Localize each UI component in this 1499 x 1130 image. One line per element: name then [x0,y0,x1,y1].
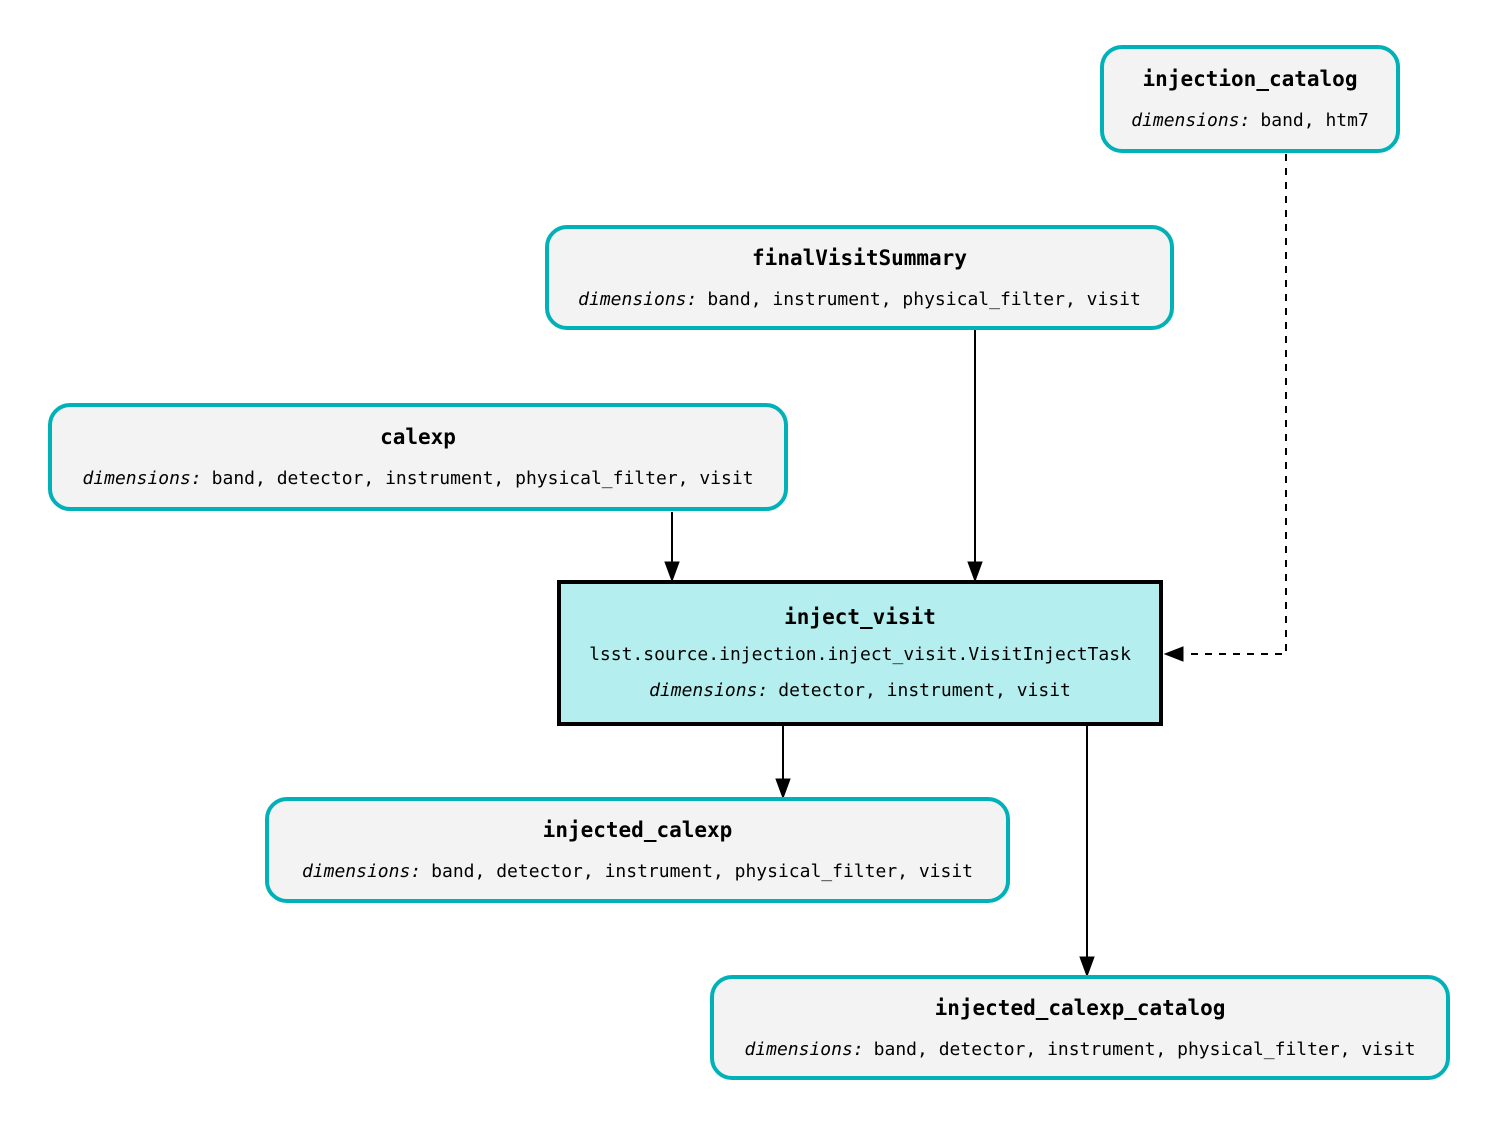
dimensions-value: band, htm7 [1260,110,1369,131]
arrowhead-icon [1079,956,1095,978]
node-calexp: calexp dimensions: band, detector, instru… [48,403,788,511]
node-dimensions: dimensions: detector, instrument, visit [649,680,1071,702]
node-title: injected_calexp_catalog [934,995,1226,1020]
node-finalvisitsummary: finalVisitSummary dimensions: band, instr… [545,225,1174,330]
node-injected-calexp: injected_calexp dimensions: band, detecto… [265,797,1010,903]
node-title: inject_visit [784,605,936,629]
node-injection-catalog: injection_catalog dimensions: band, htm7 [1100,45,1400,153]
arrowhead-icon [1163,646,1184,662]
task-class-path: lsst.source.injection.inject_visit.Visit… [589,644,1131,665]
dimensions-label: dimensions: [578,288,698,310]
node-title: finalVisitSummary [752,245,967,270]
dimensions-label: dimensions: [82,468,202,489]
arrowhead-icon [967,561,983,583]
dimensions-value: band, detector, instrument, physical_fil… [431,861,974,882]
node-dimensions: dimensions: band, htm7 [1131,110,1369,132]
node-dimensions: dimensions: band, detector, instrument, p… [302,861,973,883]
arrowhead-icon [775,778,791,800]
dimensions-label: dimensions: [1131,110,1251,131]
node-title: injection_catalog [1142,67,1358,91]
node-title: injected_calexp [542,818,733,842]
node-dimensions: dimensions: band, instrument, physical_fi… [578,289,1141,311]
node-injected-calexp-catalog: injected_calexp_catalog dimensions: band,… [710,975,1450,1080]
dimensions-value: band, detector, instrument, physical_fil… [211,468,754,489]
dimensions-value: detector, instrument, visit [778,680,1071,701]
edge-inject-visit-to-injected-calexp-catalog [1079,726,1095,978]
dimensions-label: dimensions: [649,680,769,701]
dimensions-label: dimensions: [744,1038,864,1060]
node-title: calexp [380,425,456,449]
edge-inject-visit-to-injected-calexp [775,726,791,800]
dimensions-label: dimensions: [301,861,422,882]
edge-calexp-to-inject-visit [664,512,680,583]
node-dimensions: dimensions: band, detector, instrument, p… [82,468,753,490]
edge-injection-catalog-to-inject-visit [1163,154,1287,662]
dimensions-value: band, detector, instrument, physical_fil… [873,1038,1416,1060]
dimensions-value: band, instrument, physical_filter, visit [707,288,1141,310]
arrowhead-icon [664,561,680,583]
edge-finalvisitsummary-to-inject-visit [967,330,983,583]
node-dimensions: dimensions: band, detector, instrument, p… [744,1039,1415,1061]
node-inject-visit-task: inject_visit lsst.source.injection.injec… [557,580,1163,726]
